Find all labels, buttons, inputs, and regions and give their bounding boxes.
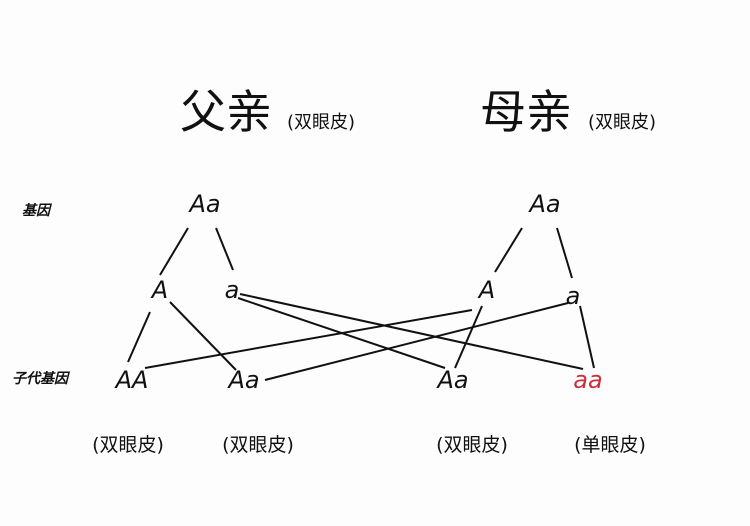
- offspring-genotype-Aa-2: Aa: [437, 366, 469, 394]
- mother-gamete-a: a: [565, 282, 581, 310]
- father-genotype: Aa: [189, 190, 221, 218]
- line-mA-Aa: [454, 305, 483, 369]
- mother-title: 母亲: [480, 85, 572, 139]
- father-trait: (双眼皮): [287, 112, 356, 133]
- offspring-gene-label: 子代基因: [12, 371, 68, 387]
- father-gamete-A: A: [151, 276, 169, 304]
- offspring-phenotype-3: (双眼皮): [436, 434, 508, 456]
- gene-label: 基因: [22, 203, 50, 219]
- line-father-a: [215, 227, 234, 271]
- line-mA-AA: [144, 309, 473, 369]
- line-father-A: [159, 227, 189, 276]
- offspring-phenotype-4: (单眼皮): [574, 434, 646, 456]
- line-fa-aa: [239, 293, 584, 370]
- mother-genotype: Aa: [529, 190, 561, 218]
- line-mother-A: [494, 227, 523, 273]
- father-title: 父亲: [180, 85, 272, 139]
- father-gamete-a: a: [224, 276, 240, 304]
- offspring-genotype-Aa-1: Aa: [228, 366, 260, 394]
- offspring-genotype-aa: aa: [573, 366, 603, 394]
- line-fA-AA: [127, 311, 151, 363]
- offspring-genotype-AA: AA: [115, 366, 149, 394]
- line-ma-Aa: [264, 302, 569, 381]
- offspring-phenotype-1: (双眼皮): [92, 434, 164, 456]
- line-mother-a: [556, 227, 573, 279]
- offspring-phenotype-2: (双眼皮): [222, 434, 294, 456]
- mother-gamete-A: A: [478, 276, 496, 304]
- line-fA-Aa: [169, 301, 237, 371]
- mother-trait: (双眼皮): [588, 112, 657, 133]
- line-ma-aa: [579, 305, 595, 369]
